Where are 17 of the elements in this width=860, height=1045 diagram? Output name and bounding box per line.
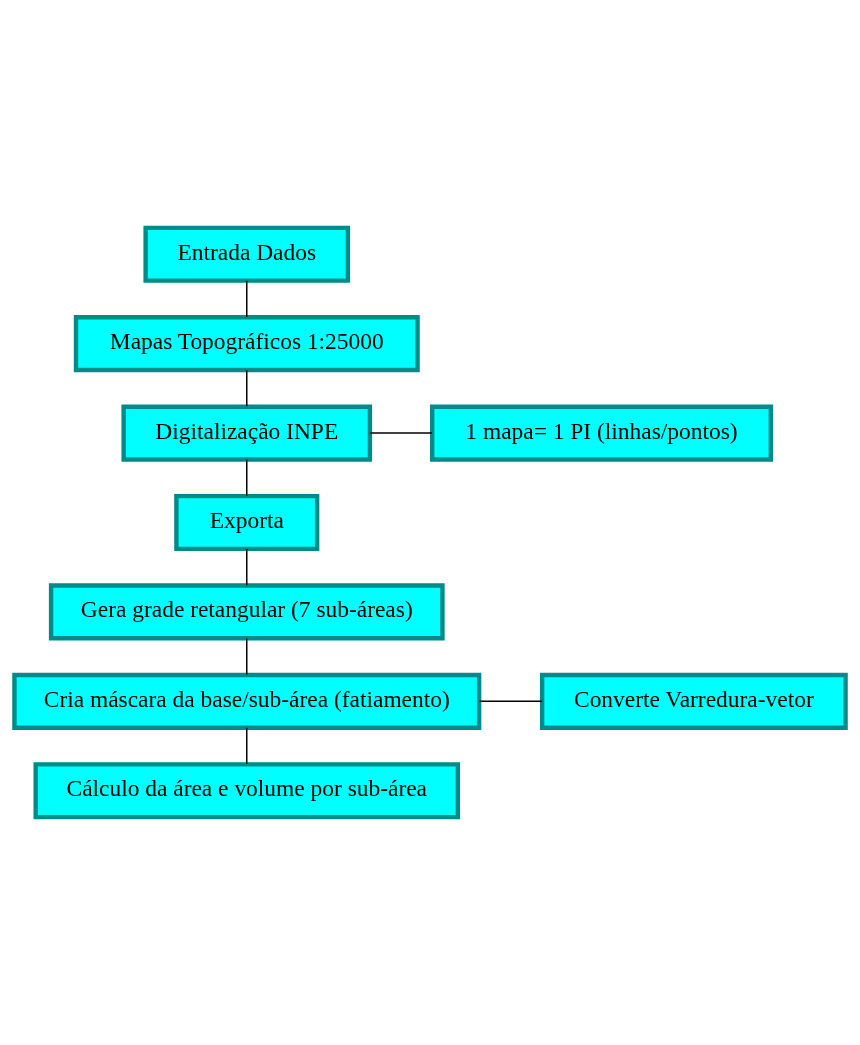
node-box: Exporta xyxy=(174,493,320,552)
connector xyxy=(246,458,248,497)
connector xyxy=(246,369,248,408)
node-box: 1 mapa= 1 PI (linhas/pontos) xyxy=(430,404,773,462)
node-box: Digitalização INPE xyxy=(121,404,373,462)
node-box: Mapas Topográficos 1:25000 xyxy=(73,315,420,373)
node-box: Gera grade retangular (7 sub-áreas) xyxy=(48,583,445,641)
node-box: Converte Varredura-vetor xyxy=(539,672,848,730)
node-box: Cálculo da área e volume por sub-área xyxy=(33,762,461,820)
connector xyxy=(246,637,248,676)
node-box: Cria máscara da base/sub-área (fatiamento) xyxy=(12,672,482,730)
connector xyxy=(246,727,248,765)
connector xyxy=(478,700,543,703)
node-box: Entrada Dados xyxy=(143,225,351,283)
connector xyxy=(246,548,248,586)
connector xyxy=(246,280,248,318)
connector xyxy=(369,432,433,434)
